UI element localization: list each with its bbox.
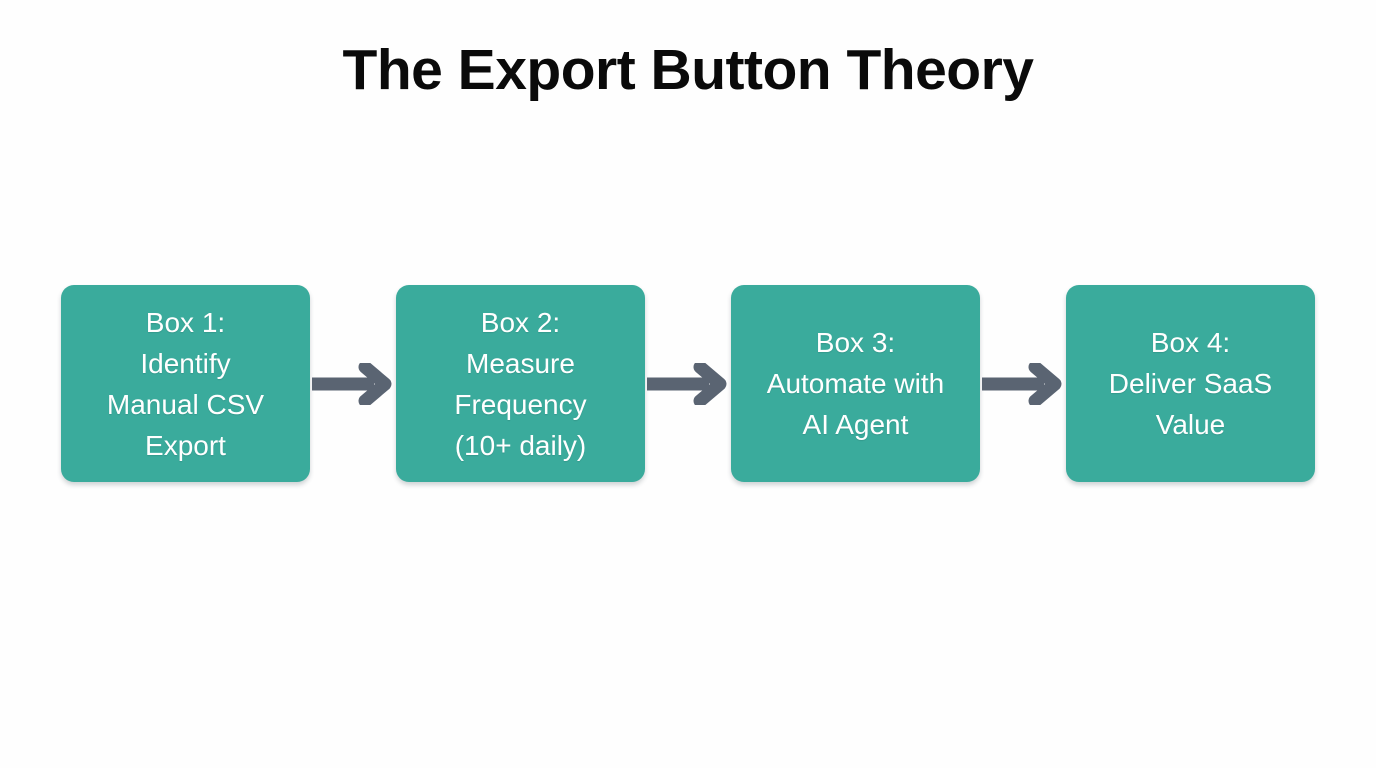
arrow-right-icon [982, 363, 1062, 405]
flow-connector-2 [645, 363, 732, 405]
page-title: The Export Button Theory [342, 38, 1034, 102]
flow-connector-3 [980, 363, 1067, 405]
flowchart: Box 1: Identify Manual CSV Export Box 2:… [61, 285, 1315, 482]
arrow-right-icon [647, 363, 727, 405]
flow-node-box-4[interactable]: Box 4: Deliver SaaS Value [1066, 285, 1315, 482]
flow-node-label: Box 4: Deliver SaaS Value [1108, 327, 1273, 440]
flow-node-box-2[interactable]: Box 2: Measure Frequency (10+ daily) [396, 285, 645, 482]
arrow-right-icon [312, 363, 392, 405]
flow-node-label: Box 1: Identify Manual CSV Export [106, 306, 265, 461]
flow-node-box-3[interactable]: Box 3: Automate with AI Agent [731, 285, 980, 482]
flow-node-label: Box 2: Measure Frequency (10+ daily) [454, 306, 587, 461]
flow-node-label: Box 3: Automate with AI Agent [766, 327, 945, 440]
flow-node-box-1[interactable]: Box 1: Identify Manual CSV Export [61, 285, 310, 482]
flow-connector-1 [310, 363, 397, 405]
